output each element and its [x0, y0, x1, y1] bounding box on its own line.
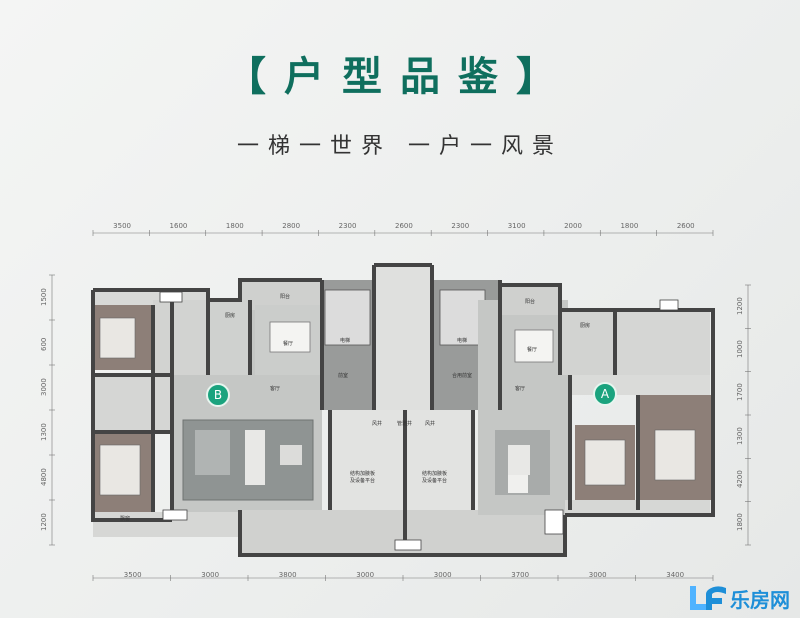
dimension-label: 1800 [225, 222, 244, 230]
label-dining-left: 餐厅 [283, 341, 294, 347]
label-wind-well-right: 风井 [425, 421, 436, 427]
dimension-label: 2000 [564, 222, 582, 230]
label-platform-left: 结构加腋板 及设备平台 [350, 471, 376, 484]
dimension-label: 2300 [451, 222, 470, 230]
label-bay-window: 飘窗 [120, 516, 131, 522]
dimension-label: 2600 [395, 222, 413, 230]
dimension-label: 3000 [201, 571, 220, 579]
dimension-label: 1800 [736, 513, 744, 532]
label-platform-right: 结构加腋板 及设备平台 [422, 471, 448, 484]
dimension-label: 3000 [40, 377, 48, 396]
dimension-label: 3000 [433, 571, 452, 579]
unit-a-marker: A [593, 382, 617, 406]
lefang-logo-icon [690, 586, 726, 610]
label-dining-right: 餐厅 [527, 347, 538, 353]
dimension-label: 1200 [736, 296, 744, 315]
label-elevator-left: 电梯 [340, 338, 351, 344]
dimension-label: 2300 [338, 222, 357, 230]
dimension-label: 600 [40, 337, 48, 351]
label-corridor-right: 合用前室 [452, 373, 473, 379]
dimension-label: 1000 [736, 340, 744, 358]
dimension-label: 4800 [40, 467, 48, 486]
label-living-left: 客厅 [270, 386, 281, 392]
page-title: 【户型品鉴】 [226, 54, 574, 100]
dimension-label: 1300 [736, 426, 744, 445]
label-wind-well-left: 风井 [372, 421, 383, 427]
label-kitchen-right: 厨房 [580, 323, 591, 329]
dimension-label: 1800 [620, 222, 639, 230]
furniture [99, 291, 696, 551]
dimension-label: 3500 [113, 222, 131, 230]
dimension-label: 3000 [356, 571, 375, 579]
label-corridor-left: 前室 [338, 373, 349, 379]
label-shaft: 管道井 [397, 421, 413, 427]
logo-text: 乐房网 [730, 587, 790, 612]
dimension-label: 1300 [40, 422, 48, 441]
dimension-label: 3400 [666, 571, 685, 579]
logo: 乐房网 [686, 584, 790, 612]
dimension-label: 1700 [736, 383, 744, 402]
dimension-label: 3000 [588, 571, 607, 579]
dimension-label: 4200 [736, 470, 744, 488]
unit-b-marker: B [206, 383, 230, 407]
label-elevator-right: 电梯 [457, 338, 468, 344]
dimension-label: 3100 [507, 222, 526, 230]
page-subtitle: 一梯一世界 一户一风景 [237, 134, 563, 159]
label-kitchen-left: 厨房 [225, 313, 236, 319]
dimension-label: 1600 [169, 222, 188, 230]
label-balcony-left: 阳台 [280, 294, 291, 300]
dimension-label: 1200 [40, 512, 48, 531]
dimension-label: 2600 [676, 222, 695, 230]
walls [91, 263, 715, 557]
label-balcony-right: 阳台 [525, 299, 536, 305]
label-living-right: 客厅 [515, 386, 526, 392]
dimension-label: 3500 [123, 571, 142, 579]
dimension-label: 2800 [282, 222, 301, 230]
dimension-label: 3700 [511, 571, 530, 579]
dimension-label: 3800 [278, 571, 297, 579]
dimension-label: 1500 [40, 287, 48, 306]
